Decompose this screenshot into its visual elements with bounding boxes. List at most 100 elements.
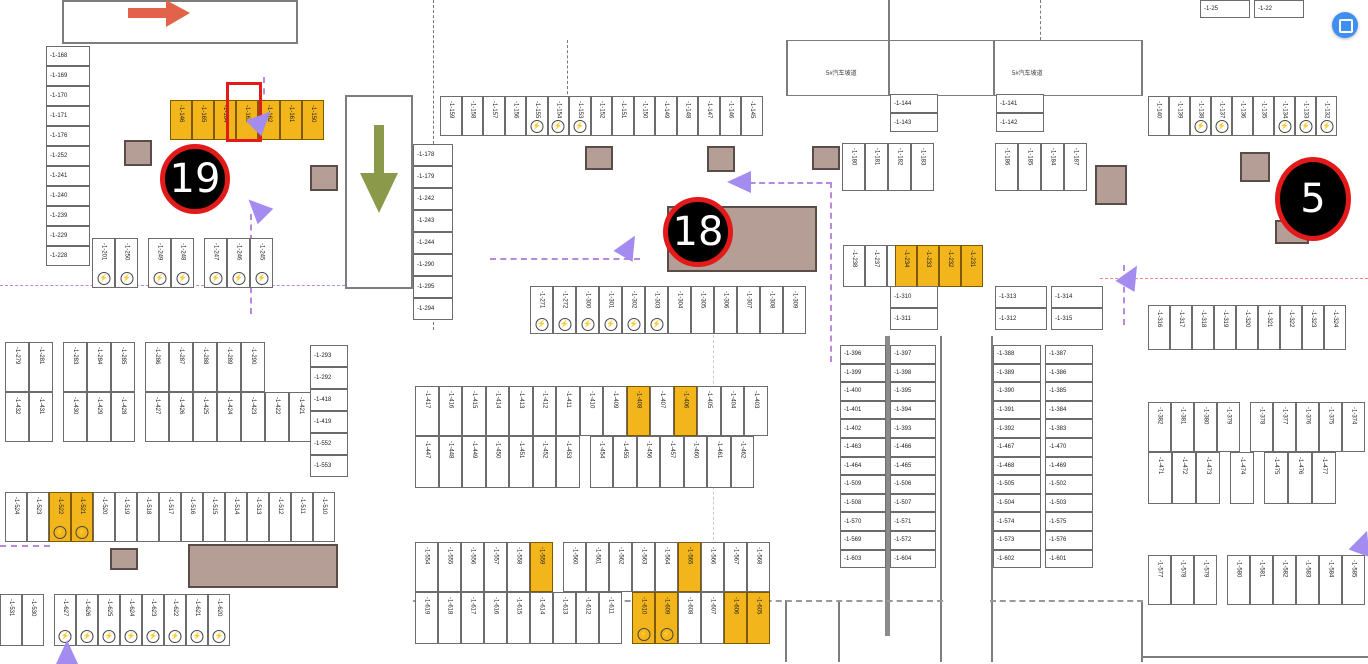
parking-space[interactable]: -1-242	[413, 188, 453, 210]
parking-space[interactable]: -1-401	[840, 400, 886, 420]
parking-space[interactable]: -1-201⚡	[92, 238, 115, 288]
parking-space[interactable]: -1-151	[612, 96, 634, 136]
parking-space[interactable]: -1-422	[265, 392, 289, 442]
parking-space[interactable]: -1-313	[995, 286, 1047, 308]
parking-space[interactable]: -1-524	[5, 492, 27, 542]
parking-space[interactable]: -1-154⚡	[547, 96, 569, 136]
parking-space[interactable]: -1-553	[310, 455, 348, 477]
parking-space[interactable]: -1-554	[415, 542, 438, 592]
parking-space[interactable]: -1-566	[701, 542, 724, 592]
parking-space[interactable]: -1-465	[890, 456, 936, 476]
parking-space[interactable]: -1-252	[46, 146, 90, 166]
parking-space[interactable]: -1-290	[413, 254, 453, 276]
parking-space[interactable]: -1-315	[1051, 308, 1103, 330]
parking-space[interactable]: -1-451	[509, 436, 533, 488]
parking-space[interactable]: -1-228	[46, 246, 90, 266]
parking-space[interactable]: -1-428	[111, 392, 135, 442]
parking-space[interactable]: -1-181	[865, 143, 888, 191]
parking-space[interactable]: -1-396	[840, 345, 886, 364]
parking-space[interactable]: -1-576	[1045, 531, 1093, 550]
parking-space[interactable]: -1-281	[29, 342, 53, 392]
parking-space[interactable]: -1-411	[556, 386, 580, 436]
parking-space[interactable]: -1-250⚡	[115, 238, 138, 288]
parking-space[interactable]: -1-623⚡	[142, 594, 164, 646]
parking-space[interactable]: -1-412	[532, 386, 556, 436]
parking-space[interactable]: -1-619	[415, 592, 438, 644]
parking-space[interactable]: -1-241	[46, 166, 90, 186]
parking-space[interactable]: -1-564	[655, 542, 678, 592]
parking-space[interactable]: -1-389	[993, 363, 1041, 383]
parking-space[interactable]: -1-578	[1171, 555, 1194, 605]
parking-space[interactable]: -1-25	[1200, 0, 1250, 18]
parking-space[interactable]: -1-310	[890, 286, 938, 308]
parking-space[interactable]: -1-301⚡	[599, 286, 622, 334]
parking-space[interactable]: -1-503	[1045, 493, 1093, 513]
parking-space[interactable]: -1-477	[1312, 452, 1336, 504]
parking-space[interactable]: -1-398	[890, 363, 936, 383]
parking-space[interactable]: -1-457	[660, 436, 684, 488]
parking-space[interactable]: -1-292	[310, 367, 348, 389]
parking-space[interactable]: -1-295	[413, 276, 453, 298]
parking-space[interactable]: -1-244	[413, 232, 453, 254]
parking-space[interactable]: -1-289	[217, 342, 241, 392]
parking-space[interactable]: -1-232	[939, 245, 961, 287]
parking-space[interactable]: -1-144	[890, 94, 938, 113]
parking-space[interactable]: -1-377	[1273, 402, 1296, 452]
parking-space[interactable]: -1-418	[310, 389, 348, 411]
parking-space[interactable]: -1-577	[1148, 555, 1171, 605]
parking-space[interactable]: -1-574	[993, 512, 1041, 531]
parking-space[interactable]: -1-449	[462, 436, 486, 488]
parking-space[interactable]: -1-147	[698, 96, 720, 136]
parking-space[interactable]: -1-286	[145, 342, 169, 392]
parking-space[interactable]: -1-285	[111, 342, 135, 392]
parking-space[interactable]: -1-395	[890, 382, 936, 401]
parking-space[interactable]: -1-247⚡	[204, 238, 227, 288]
parking-space[interactable]: -1-312	[995, 308, 1047, 330]
parking-space[interactable]: -1-625⚡	[98, 594, 120, 646]
parking-space[interactable]: -1-155⚡	[526, 96, 548, 136]
parking-space[interactable]: -1-456	[636, 436, 660, 488]
parking-space[interactable]: -1-602	[993, 549, 1041, 569]
parking-space[interactable]: -1-320	[1236, 305, 1258, 350]
parking-space[interactable]: -1-448	[438, 436, 462, 488]
parking-space[interactable]: -1-169	[46, 66, 90, 86]
parking-space[interactable]: -1-248⚡	[171, 238, 194, 288]
parking-space[interactable]: -1-620⚡	[208, 594, 230, 646]
parking-space[interactable]: -1-382	[1148, 402, 1171, 452]
parking-space[interactable]: -1-168	[46, 46, 90, 66]
parking-space[interactable]: -1-504	[993, 493, 1041, 513]
parking-space[interactable]: -1-143	[890, 113, 938, 132]
parking-space[interactable]: -1-505	[993, 475, 1041, 494]
parking-space[interactable]: -1-397	[890, 345, 936, 364]
parking-space[interactable]: -1-429	[87, 392, 111, 442]
parking-space[interactable]: -1-460	[683, 436, 707, 488]
parking-space[interactable]: -1-272⚡	[553, 286, 576, 334]
parking-space[interactable]: -1-134⚡	[1274, 96, 1295, 136]
parking-space[interactable]: -1-473	[1196, 452, 1220, 504]
parking-space[interactable]: -1-185	[1018, 143, 1041, 191]
parking-space[interactable]: -1-180	[842, 143, 865, 191]
parking-space[interactable]: -1-136	[1232, 96, 1253, 136]
parking-space[interactable]: -1-569	[840, 531, 886, 550]
parking-space[interactable]: -1-150	[302, 100, 324, 140]
parking-space[interactable]: -1-158	[461, 96, 483, 136]
parking-space[interactable]: -1-454	[589, 436, 613, 488]
parking-space[interactable]: -1-375	[1319, 402, 1342, 452]
parking-space[interactable]: -1-468	[993, 456, 1041, 476]
parking-space[interactable]: -1-146	[170, 100, 192, 140]
parking-space[interactable]: -1-231	[961, 245, 983, 287]
parking-space[interactable]: -1-161	[280, 100, 302, 140]
parking-space[interactable]: -1-22	[1254, 0, 1304, 18]
parking-space[interactable]: -1-391	[993, 400, 1041, 420]
parking-space[interactable]: -1-627⚡	[54, 594, 76, 646]
parking-space[interactable]: -1-234	[895, 245, 917, 287]
parking-space[interactable]: -1-283	[63, 342, 87, 392]
parking-space[interactable]: -1-171	[46, 106, 90, 126]
parking-space[interactable]: -1-399	[840, 363, 886, 383]
parking-space[interactable]: -1-470	[1045, 438, 1093, 457]
parking-space[interactable]: -1-152	[590, 96, 612, 136]
parking-space[interactable]: -1-530	[22, 594, 44, 646]
parking-space[interactable]: -1-402	[840, 419, 886, 438]
parking-space[interactable]: -1-467	[993, 438, 1041, 457]
parking-space[interactable]: -1-613	[553, 592, 576, 644]
